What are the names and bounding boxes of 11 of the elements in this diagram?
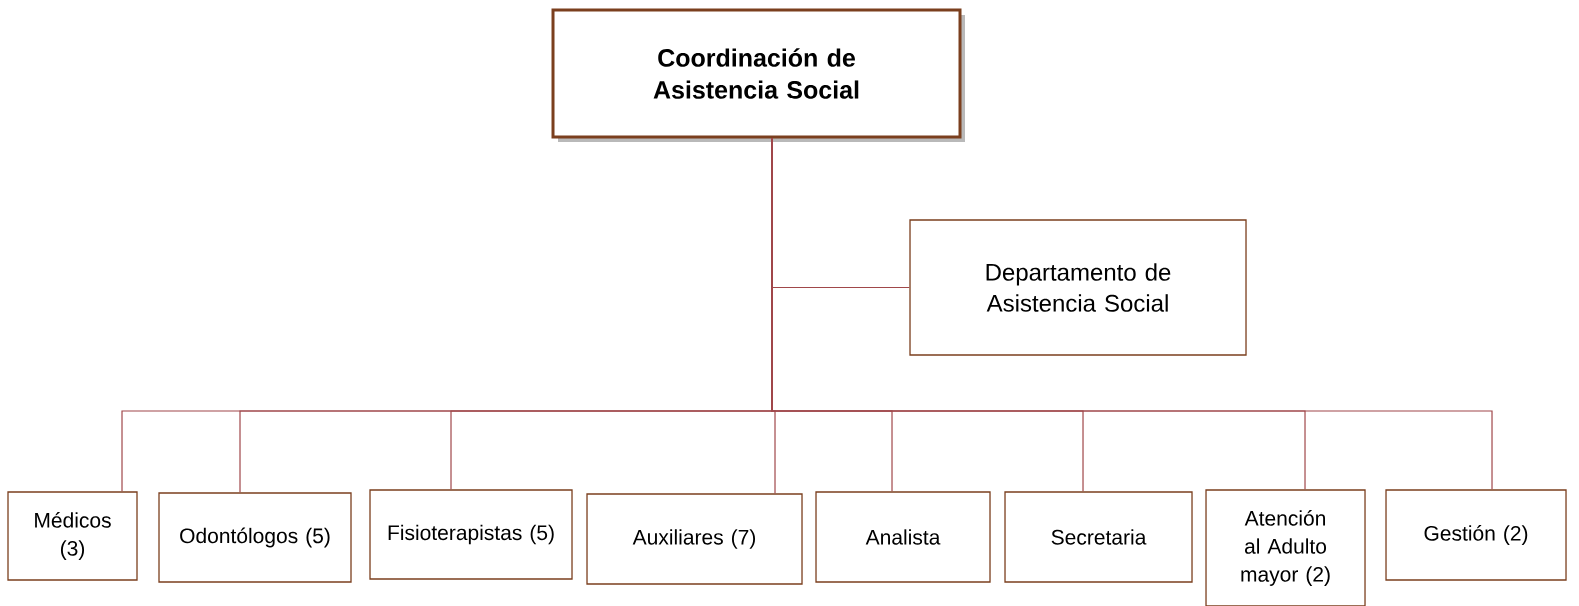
position-box: Secretaria: [1004, 491, 1193, 583]
position-box: Fisioterapistas (5): [369, 489, 573, 580]
department-box: Departamento de Asistencia Social: [909, 219, 1247, 356]
position-box: Atención al Adulto mayor (2): [1205, 489, 1366, 606]
position-box: Analista: [815, 491, 991, 583]
position-box: Auxiliares (7): [586, 493, 803, 585]
position-box: Gestión (2): [1385, 489, 1567, 581]
title-box: Coordinación de Asistencia Social: [551, 8, 965, 142]
position-box: Odontólogos (5): [158, 492, 352, 583]
position-box: Médicos (3): [7, 491, 138, 581]
connector: [771, 137, 1493, 490]
